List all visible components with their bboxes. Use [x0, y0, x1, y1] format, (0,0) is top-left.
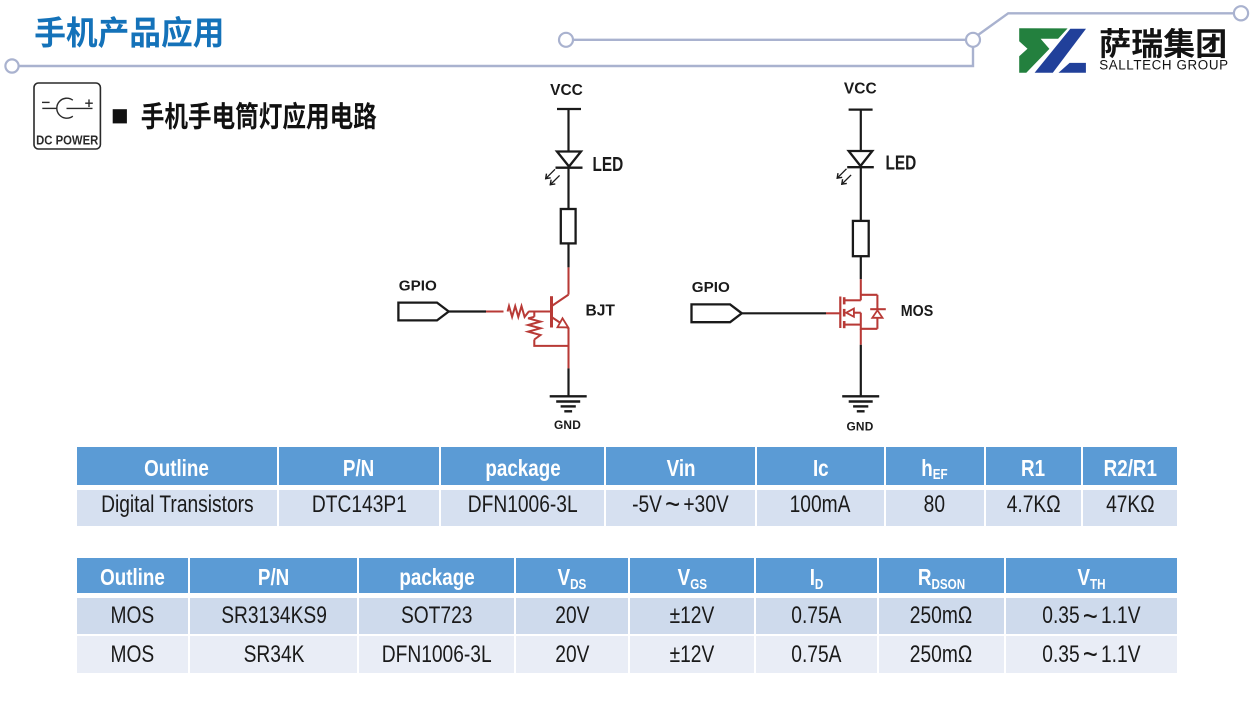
svg-text:GPIO: GPIO — [399, 278, 437, 295]
svg-text:BJT: BJT — [586, 303, 616, 320]
svg-text:GND: GND — [846, 420, 873, 434]
svg-text:MOS: MOS — [901, 303, 934, 320]
svg-text:DC POWER: DC POWER — [36, 133, 98, 148]
svg-text:SALLTECH GROUP: SALLTECH GROUP — [1099, 57, 1228, 72]
svg-text:VCC: VCC — [844, 80, 877, 97]
svg-text:LED: LED — [886, 152, 917, 174]
svg-text:VCC: VCC — [550, 82, 583, 99]
svg-text:LED: LED — [593, 153, 624, 175]
svg-text:GPIO: GPIO — [692, 279, 730, 296]
svg-text:GND: GND — [554, 418, 581, 432]
